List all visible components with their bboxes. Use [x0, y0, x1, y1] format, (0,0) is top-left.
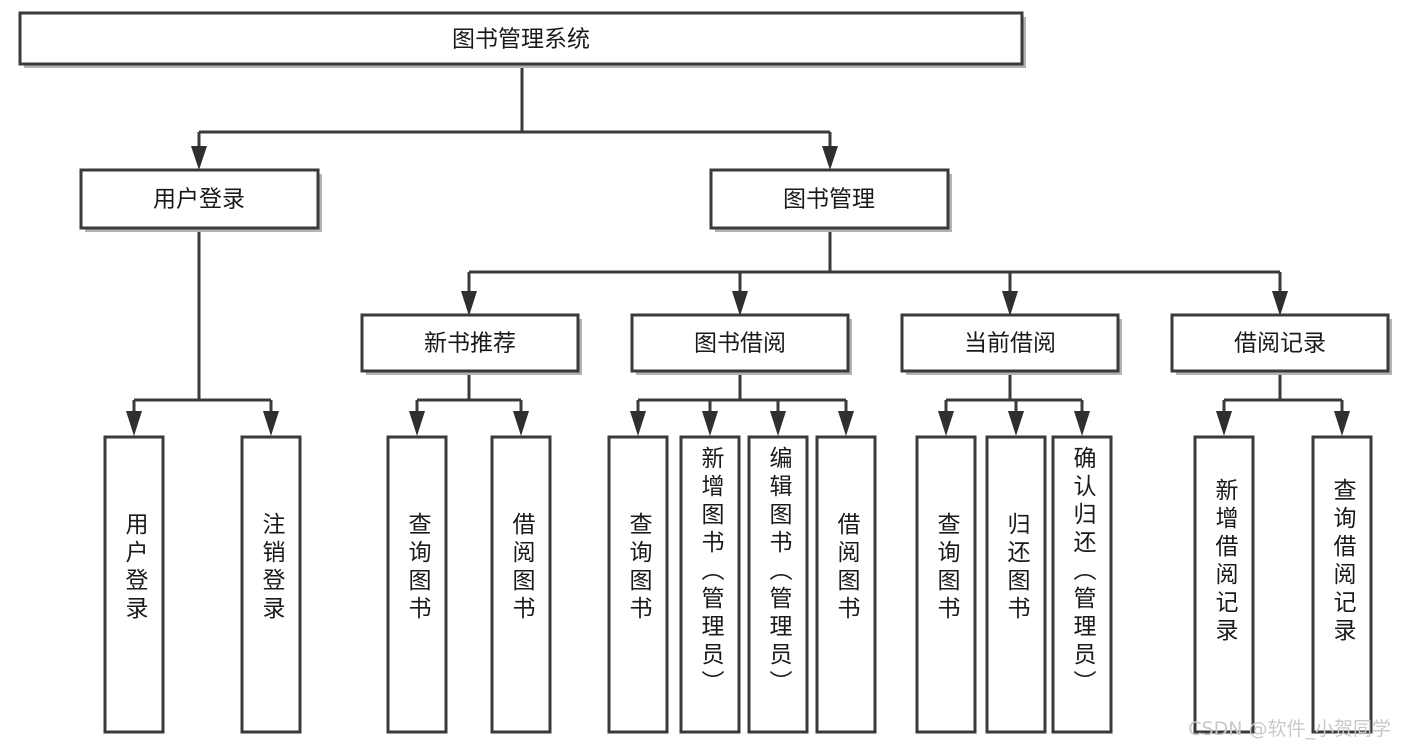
arrow-to-bookborrow	[732, 291, 748, 316]
leaf-return-book-rect[interactable]	[985, 435, 1047, 734]
leaf-add-borrow-record-label: 新增借阅记录	[1211, 478, 1239, 646]
leaf-add-borrow-record[interactable]: 新增借阅记录	[1193, 435, 1255, 734]
leaf-edit-book-admin[interactable]: 编辑图书（管理员）	[747, 435, 809, 734]
node-borrow-record[interactable]: 借阅记录	[1170, 313, 1392, 375]
leaf-confirm-return-admin-label: 确认归还（管理员）	[1069, 446, 1097, 698]
leaf-logout[interactable]: 注销登录	[240, 435, 302, 734]
leaf-borrow-book-recommend[interactable]: 借阅图书	[490, 435, 552, 734]
node-current-borrow[interactable]: 当前借阅	[900, 313, 1122, 375]
node-current-borrow-label: 当前借阅	[964, 331, 1056, 357]
leaf-user-login-rect[interactable]	[103, 435, 165, 734]
arrow-to-leaf-add-record	[1216, 411, 1232, 436]
leaf-user-login[interactable]: 用户登录	[103, 435, 165, 734]
arrow-to-leaf-query-book-2	[630, 411, 646, 436]
leaf-query-book-current[interactable]: 查询图书	[915, 435, 977, 734]
node-user-login-rect[interactable]	[79, 168, 320, 230]
node-root-rect[interactable]	[18, 11, 1024, 66]
leaf-add-book-admin[interactable]: 新增图书（管理员）	[679, 435, 741, 734]
leaf-borrow-book-recommend-rect[interactable]	[490, 435, 552, 734]
leaf-query-borrow-record-label: 查询借阅记录	[1329, 478, 1357, 646]
node-book-management-label: 图书管理	[783, 187, 875, 213]
leaf-query-borrow-record[interactable]: 查询借阅记录	[1311, 435, 1373, 734]
leaf-query-book-current-label: 查询图书	[933, 512, 961, 624]
leaf-borrow-book-borrow[interactable]: 借阅图书	[815, 435, 877, 734]
leaf-return-book-label: 归还图书	[1003, 512, 1031, 624]
leaf-add-borrow-record-rect[interactable]	[1193, 435, 1255, 734]
arrow-to-leaf-borrow-book-1	[513, 411, 529, 436]
arrow-to-leaf-user-login	[126, 411, 142, 436]
arrow-to-leaf-add-book	[702, 411, 718, 436]
leaf-query-book-recommend-label: 查询图书	[404, 512, 432, 624]
leaf-query-book-borrow[interactable]: 查询图书	[607, 435, 669, 734]
arrow-to-bookmgmt	[822, 146, 838, 170]
arrow-to-leaf-confirm-return	[1074, 411, 1090, 436]
node-user-login[interactable]: 用户登录	[79, 168, 322, 232]
leaf-logout-label: 注销登录	[258, 512, 286, 624]
node-book-borrow-label: 图书借阅	[694, 331, 786, 357]
node-book-borrow[interactable]: 图书借阅	[630, 313, 852, 375]
leaf-query-borrow-record-rect[interactable]	[1311, 435, 1373, 734]
arrow-to-leaf-edit-book	[770, 411, 786, 436]
node-new-book-recommend-label: 新书推荐	[424, 331, 516, 357]
node-user-login-label: 用户登录	[153, 187, 245, 213]
leaf-edit-book-admin-label: 编辑图书（管理员）	[765, 446, 793, 698]
leaf-add-book-admin-label: 新增图书（管理员）	[697, 446, 725, 698]
node-current-borrow-rect[interactable]	[900, 313, 1120, 373]
leaf-query-book-borrow-label: 查询图书	[625, 512, 653, 624]
leaf-query-book-current-rect[interactable]	[915, 435, 977, 734]
leaf-borrow-book-borrow-rect[interactable]	[815, 435, 877, 734]
node-book-management[interactable]: 图书管理	[709, 168, 952, 232]
arrow-to-leaf-borrow-book-2	[838, 411, 854, 436]
leaf-borrow-book-recommend-label: 借阅图书	[508, 512, 536, 624]
leaf-query-book-recommend-rect[interactable]	[386, 435, 448, 734]
arrow-to-userlogin	[191, 146, 207, 170]
leaf-return-book[interactable]: 归还图书	[985, 435, 1047, 734]
arrow-to-borrowrecord	[1272, 291, 1288, 316]
node-root-label: 图书管理系统	[452, 27, 590, 53]
leaf-query-book-borrow-rect[interactable]	[607, 435, 669, 734]
node-borrow-record-label: 借阅记录	[1234, 331, 1326, 357]
node-root-system[interactable]: 图书管理系统	[18, 11, 1026, 68]
leaf-edit-book-admin-rect[interactable]	[747, 435, 809, 734]
arrow-to-leaf-logout	[263, 411, 279, 436]
node-borrow-record-rect[interactable]	[1170, 313, 1390, 373]
leaf-logout-rect[interactable]	[240, 435, 302, 734]
leaf-borrow-book-borrow-label: 借阅图书	[833, 512, 861, 624]
arrow-to-leaf-query-record	[1334, 411, 1350, 436]
node-new-book-recommend-rect[interactable]	[360, 313, 580, 373]
arrow-to-newbook	[461, 291, 477, 316]
leaf-query-book-recommend[interactable]: 查询图书	[386, 435, 448, 734]
arrow-to-leaf-query-book-1	[409, 411, 425, 436]
node-book-borrow-rect[interactable]	[630, 313, 850, 373]
node-new-book-recommend[interactable]: 新书推荐	[360, 313, 582, 375]
arrow-to-leaf-return-book	[1008, 411, 1024, 436]
node-book-management-rect[interactable]	[709, 168, 950, 230]
arrow-to-leaf-query-book-3	[938, 411, 954, 436]
leaf-confirm-return-admin[interactable]: 确认归还（管理员）	[1051, 435, 1113, 734]
arrow-to-currentborrow	[1002, 291, 1018, 316]
leaf-add-book-admin-rect[interactable]	[679, 435, 741, 734]
leaf-user-login-label: 用户登录	[121, 512, 149, 624]
leaf-confirm-return-admin-rect[interactable]	[1051, 435, 1113, 734]
connector-group	[126, 68, 1350, 436]
